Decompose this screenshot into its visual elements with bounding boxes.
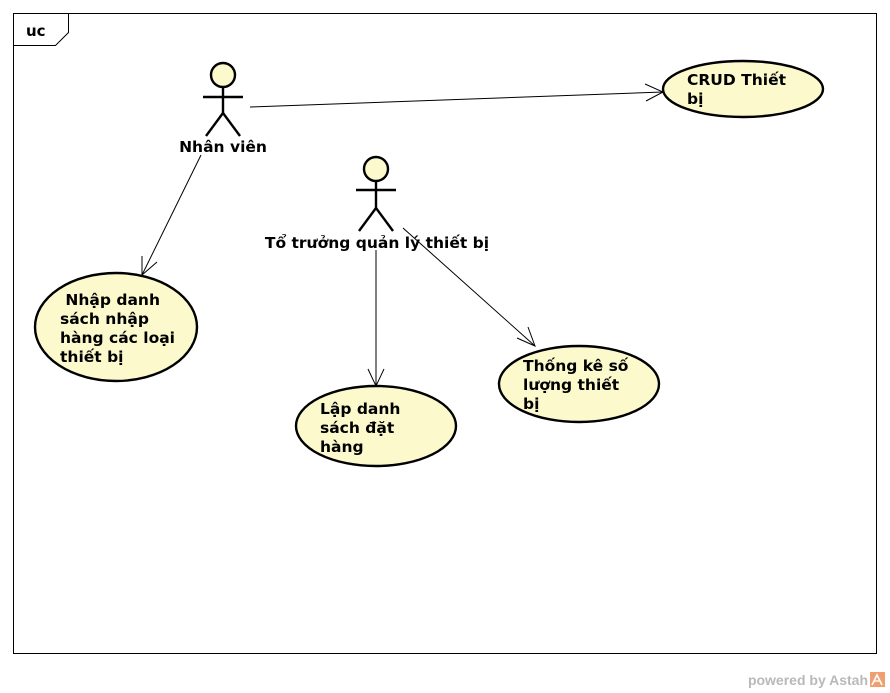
- usecase-order-list[interactable]: Lập danh sách đặt hàng: [294, 384, 458, 468]
- frame-tag: uc: [26, 22, 46, 40]
- usecase-order-list-label: Lập danh sách đặt hàng: [320, 400, 406, 456]
- actor-staff-name: Nhân viên: [179, 138, 267, 156]
- astah-logo-icon: [870, 672, 885, 687]
- usecase-crud-label: CRUD Thiết bị: [687, 70, 791, 108]
- actor-staff-icon: [203, 61, 243, 137]
- association-manager-statistics: [402, 227, 536, 347]
- usecase-order-list-ellipse: [294, 384, 458, 468]
- astah-watermark: powered by Astah: [748, 672, 885, 688]
- actor-manager-icon: [356, 155, 396, 232]
- frame-tag-box: [13, 13, 69, 46]
- usecase-import-list[interactable]: Nhập danh sách nhập hàng các loại thiết …: [0, 0, 213, 383]
- actor-manager-name: Tổ trưởng quản lý thiết bị: [265, 233, 489, 252]
- actor-staff[interactable]: Nhân viên: [179, 61, 267, 156]
- usecase-import-list-ellipse: [33, 271, 199, 383]
- usecase-crud[interactable]: CRUD Thiết bị: [661, 59, 825, 119]
- usecase-statistics[interactable]: Thống kê số lượng thiết bị: [497, 344, 661, 424]
- actor-manager[interactable]: Tổ trưởng quản lý thiết bị: [265, 155, 489, 252]
- usecase-statistics-label: Thống kê số lượng thiết bị: [523, 356, 634, 413]
- usecase-crud-ellipse: [661, 59, 825, 119]
- usecase-statistics-ellipse: [497, 344, 661, 424]
- usecase-import-list-label: Nhập danh sách nhập hàng các loại thiết …: [0, 0, 213, 366]
- powered-by-text: powered by Astah: [748, 672, 868, 688]
